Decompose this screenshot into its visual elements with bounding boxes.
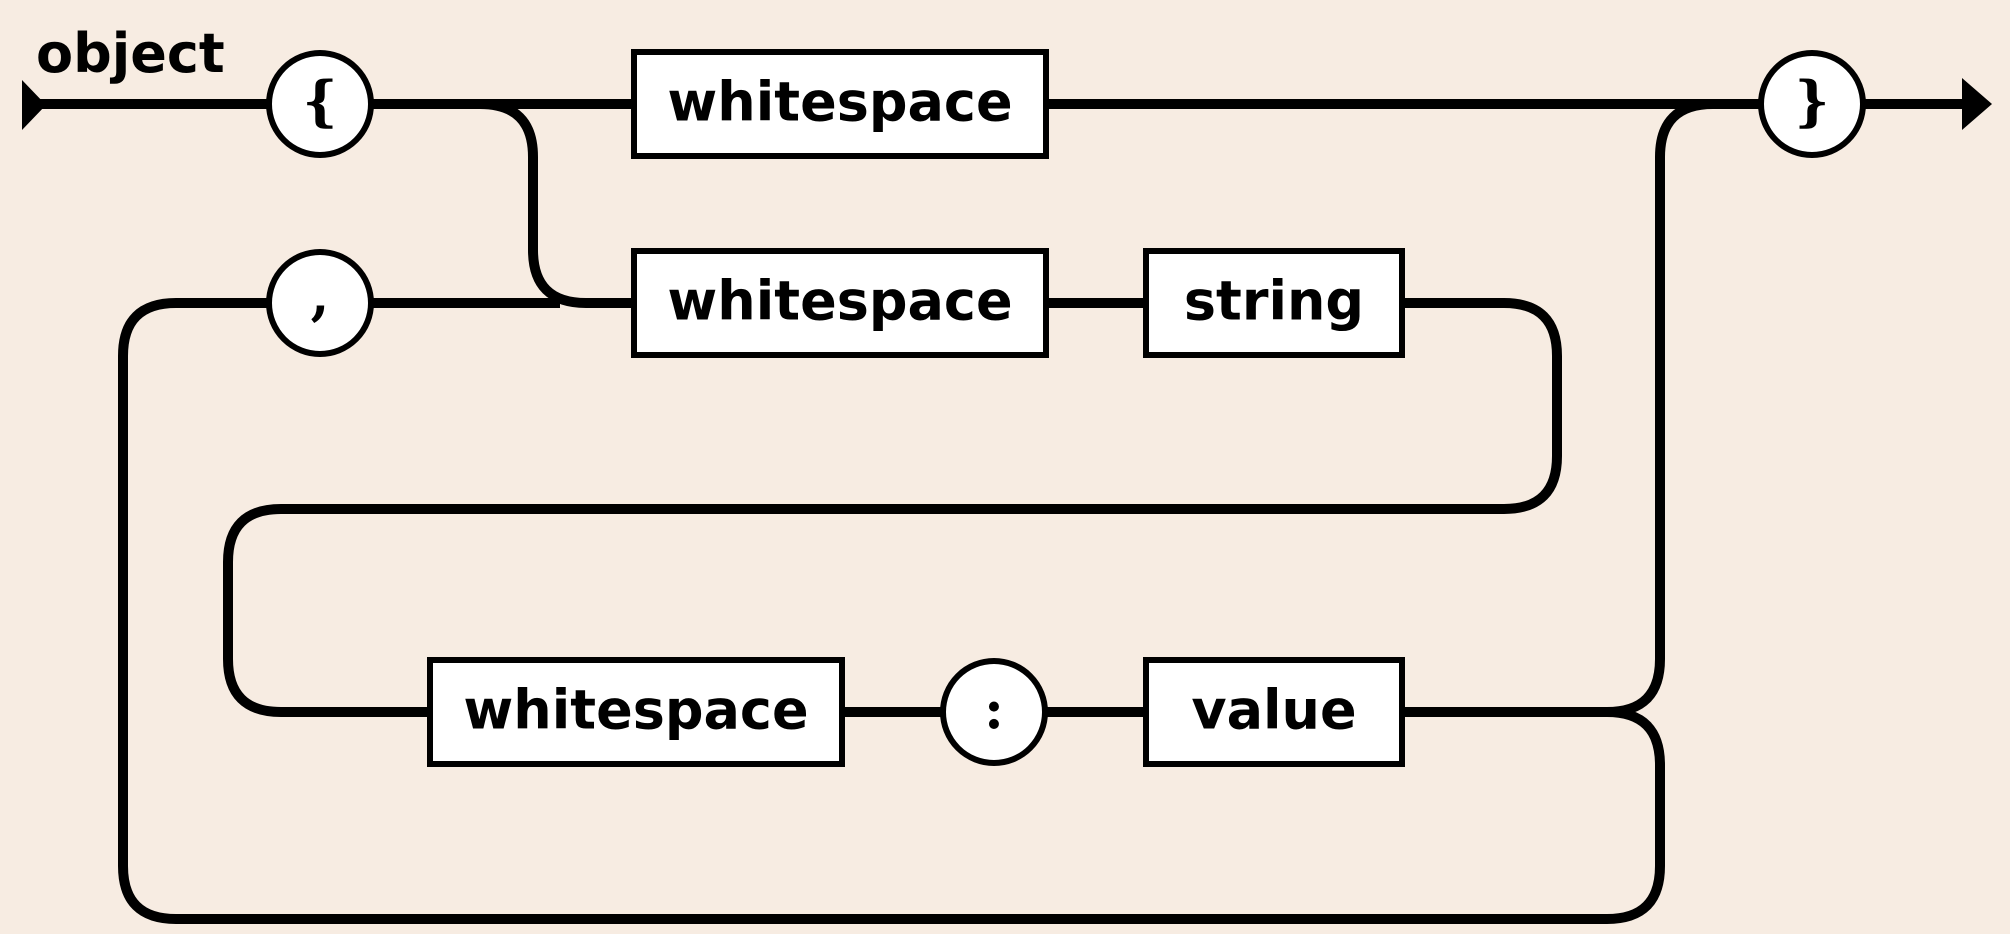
- whitespace-key-label: whitespace: [667, 270, 1012, 333]
- open-brace-label: {: [303, 69, 338, 133]
- diagram-title: object: [36, 22, 225, 85]
- whitespace-value-label: whitespace: [463, 679, 808, 742]
- comma-label: ,: [311, 263, 330, 327]
- whitespace-top-label: whitespace: [667, 71, 1012, 134]
- value-label: value: [1191, 679, 1356, 742]
- whitespace-value-node: whitespace: [427, 657, 845, 767]
- track-string-wrap: [223, 298, 1562, 717]
- diagram-tracks: [28, 99, 1966, 924]
- whitespace-key-node: whitespace: [631, 248, 1049, 358]
- track-value-to-close: [1402, 99, 1760, 717]
- close-brace-node: }: [1758, 50, 1866, 158]
- entry-marker-icon: [22, 80, 46, 130]
- track-loop-back-to-comma: [118, 298, 1665, 924]
- colon-label: :: [984, 677, 1004, 741]
- track-branch-to-key: [479, 99, 634, 308]
- string-node: string: [1143, 248, 1405, 358]
- whitespace-top-node: whitespace: [631, 49, 1049, 159]
- value-node: value: [1143, 657, 1405, 767]
- colon-node: :: [940, 658, 1048, 766]
- exit-arrow-icon: [1962, 78, 1992, 130]
- close-brace-label: }: [1795, 69, 1830, 133]
- comma-node: ,: [266, 249, 374, 357]
- string-label: string: [1184, 270, 1364, 333]
- open-brace-node: {: [266, 50, 374, 158]
